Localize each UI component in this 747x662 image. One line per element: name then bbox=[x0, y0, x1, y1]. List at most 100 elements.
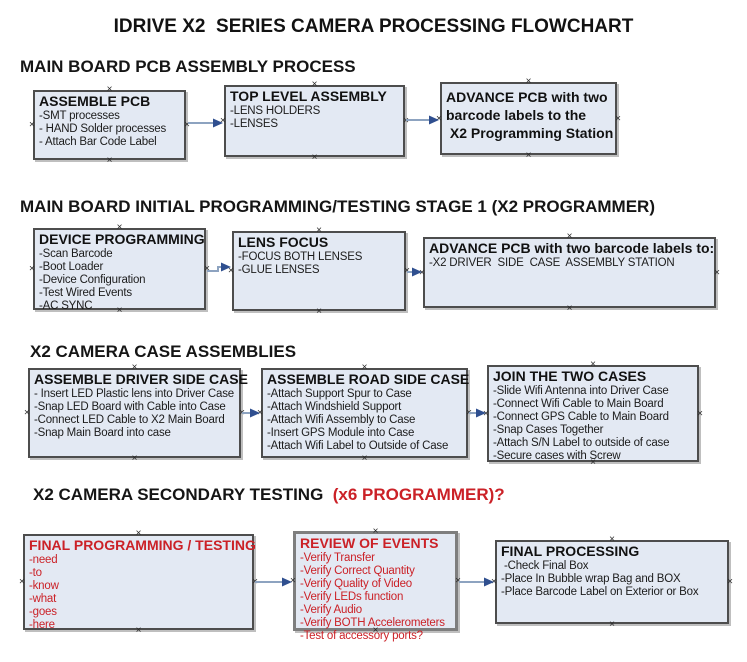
anchor-x-icon: × bbox=[316, 225, 322, 236]
anchor-x-icon: × bbox=[204, 263, 210, 275]
section-header-initial-programming: MAIN BOARD INITIAL PROGRAMMING/TESTING S… bbox=[20, 197, 655, 217]
anchor-x-icon: × bbox=[404, 265, 410, 277]
box-title: ADVANCE PCB with two barcode labels to: bbox=[429, 240, 715, 256]
anchor-x-icon: × bbox=[311, 79, 318, 90]
anchor-x-icon: × bbox=[135, 625, 142, 636]
flow-box-assemble-driver-side-case: ASSEMBLE DRIVER SIDE CASE - Insert LED P… bbox=[24, 363, 248, 464]
section-header-text: X2 CAMERA CASE ASSEMBLIES bbox=[30, 342, 297, 361]
anchor-x-icon: × bbox=[609, 619, 615, 630]
flow-box-final-processing: FINAL PROCESSING -Check Final Box-Place … bbox=[491, 535, 733, 630]
anchor-x-icon: × bbox=[697, 408, 703, 419]
anchor-x-icon: × bbox=[590, 359, 596, 370]
anchor-x-icon: × bbox=[106, 155, 113, 166]
box-title: ASSEMBLE DRIVER SIDE CASE bbox=[34, 371, 248, 387]
box-item: -Verify BOTH Accelerometers bbox=[300, 617, 445, 629]
flow-box-join-the-two-cases: JOIN THE TWO CASES -Slide Wifi Antenna i… bbox=[483, 360, 703, 468]
box-item: -Attach Wifi Assembly to Case bbox=[267, 414, 416, 426]
flow-arrow bbox=[406, 115, 439, 125]
box-title: ASSEMBLE PCB bbox=[39, 93, 151, 109]
flow-box-top-level-assembly: TOP LEVEL ASSEMBLY -LENS HOLDERS-LENSES … bbox=[220, 80, 409, 163]
box-title: TOP LEVEL ASSEMBLY bbox=[230, 88, 387, 104]
box-item: - Attach Bar Code Label bbox=[39, 136, 157, 148]
anchor-x-icon: × bbox=[106, 84, 113, 95]
box-item: -Attach S/N Label to outside of case bbox=[493, 437, 670, 449]
box-item: -Secure cases with Screw bbox=[493, 450, 621, 462]
anchor-x-icon: × bbox=[257, 407, 263, 419]
box-item: - HAND Solder processes bbox=[39, 123, 167, 135]
anchor-x-icon: × bbox=[252, 576, 258, 588]
anchor-x-icon: × bbox=[714, 267, 720, 278]
flow-arrow bbox=[459, 577, 494, 587]
box-item: -goes bbox=[29, 606, 57, 618]
flow-arrow bbox=[188, 118, 223, 128]
box-item: -GLUE LENSES bbox=[238, 264, 320, 276]
box-title: REVIEW OF EVENTS bbox=[300, 535, 439, 551]
box-title: DEVICE PROGRAMMING bbox=[39, 231, 205, 247]
section-header-secondary-testing: X2 CAMERA SECONDARY TESTING (x6 PROGRAMM… bbox=[33, 485, 505, 505]
anchor-x-icon: × bbox=[403, 115, 409, 127]
box-title: ADVANCE PCB with two barcode labels to t… bbox=[446, 89, 614, 141]
box-item: -Connect GPS Cable to Main Board bbox=[493, 411, 669, 423]
box-item: -Attach Wifi Label to Outside of Case bbox=[267, 440, 449, 452]
anchor-x-icon: × bbox=[220, 115, 226, 127]
box-item: - Insert LED Plastic lens into Driver Ca… bbox=[34, 388, 234, 400]
box-item: -Snap Main Board into case bbox=[34, 427, 171, 439]
section-header-text: X2 CAMERA SECONDARY TESTING bbox=[33, 485, 333, 504]
flow-box-review-of-events: REVIEW OF EVENTS -Verify Transfer-Verify… bbox=[290, 527, 461, 643]
flow-box-final-programming-testing: FINAL PROGRAMMING / TESTING -need-to-kno… bbox=[19, 529, 258, 636]
box-item: -here bbox=[29, 619, 55, 631]
section-header-text: MAIN BOARD INITIAL PROGRAMMING/TESTING S… bbox=[20, 197, 655, 216]
box-item: -LENS HOLDERS bbox=[230, 105, 321, 117]
flow-box-device-programming: DEVICE PROGRAMMING -Scan Barcode-Boot Lo… bbox=[29, 223, 210, 316]
box-item: -SMT processes bbox=[39, 110, 120, 122]
box-title: FINAL PROCESSING bbox=[501, 543, 640, 559]
anchor-x-icon: × bbox=[311, 152, 318, 163]
anchor-x-icon: × bbox=[566, 231, 573, 242]
box-item: -Check Final Box bbox=[501, 560, 589, 572]
box-item: -Boot Loader bbox=[39, 261, 104, 273]
box-item: -Snap Cases Together bbox=[493, 424, 604, 436]
box-title: FINAL PROGRAMMING / TESTING bbox=[29, 537, 256, 553]
anchor-x-icon: × bbox=[615, 113, 621, 124]
flow-box-assemble-pcb: ASSEMBLE PCB -SMT processes- HAND Solder… bbox=[29, 85, 190, 166]
anchor-x-icon: × bbox=[466, 407, 472, 419]
box-item: -know bbox=[29, 580, 59, 592]
box-item: -LENSES bbox=[230, 118, 278, 130]
box-item: -Insert GPS Module into Case bbox=[267, 427, 415, 439]
anchor-x-icon: × bbox=[361, 453, 368, 464]
anchor-x-icon: × bbox=[19, 576, 25, 588]
box-title: LENS FOCUS bbox=[238, 234, 329, 250]
box-item: -Attach Windshield Support bbox=[267, 401, 402, 413]
anchor-x-icon: × bbox=[131, 453, 138, 464]
anchor-x-icon: × bbox=[455, 575, 461, 587]
box-item: -need bbox=[29, 554, 58, 566]
anchor-x-icon: × bbox=[727, 576, 733, 588]
anchor-x-icon: × bbox=[116, 305, 123, 316]
anchor-x-icon: × bbox=[609, 534, 615, 545]
box-item: -Test Wired Events bbox=[39, 287, 132, 299]
anchor-x-icon: × bbox=[228, 265, 234, 277]
anchor-x-icon: × bbox=[316, 306, 322, 317]
anchor-x-icon: × bbox=[419, 267, 425, 278]
box-title: JOIN THE TWO CASES bbox=[493, 368, 647, 384]
anchor-x-icon: × bbox=[372, 526, 379, 537]
anchor-x-icon: × bbox=[590, 457, 596, 468]
anchor-x-icon: × bbox=[135, 528, 142, 539]
flow-box-lens-focus: LENS FOCUS -FOCUS BOTH LENSES-GLUE LENSE… bbox=[228, 226, 410, 317]
box-item: -Verify Correct Quantity bbox=[300, 565, 415, 577]
box-item: -FOCUS BOTH LENSES bbox=[238, 251, 363, 263]
box-item: -Place Barcode Label on Exterior or Box bbox=[501, 586, 699, 598]
anchor-x-icon: × bbox=[361, 362, 368, 373]
box-item: -Verify Audio bbox=[300, 604, 362, 616]
box-item: -Verify Quality of Video bbox=[300, 578, 412, 590]
flow-box-assemble-road-side-case: ASSEMBLE ROAD SIDE CASE -Attach Support … bbox=[257, 363, 472, 464]
box-item: -AC SYNC bbox=[39, 300, 93, 312]
box-item: -Verify Transfer bbox=[300, 552, 375, 564]
box-item: -Scan Barcode bbox=[39, 248, 113, 260]
box-item: -what bbox=[29, 593, 57, 605]
flow-arrow bbox=[255, 577, 292, 587]
box-item: -Place In Bubble wrap Bag and BOX bbox=[501, 573, 681, 585]
box-title: ASSEMBLE ROAD SIDE CASE bbox=[267, 371, 470, 387]
section-header-red-text: (x6 PROGRAMMER)? bbox=[332, 485, 505, 504]
